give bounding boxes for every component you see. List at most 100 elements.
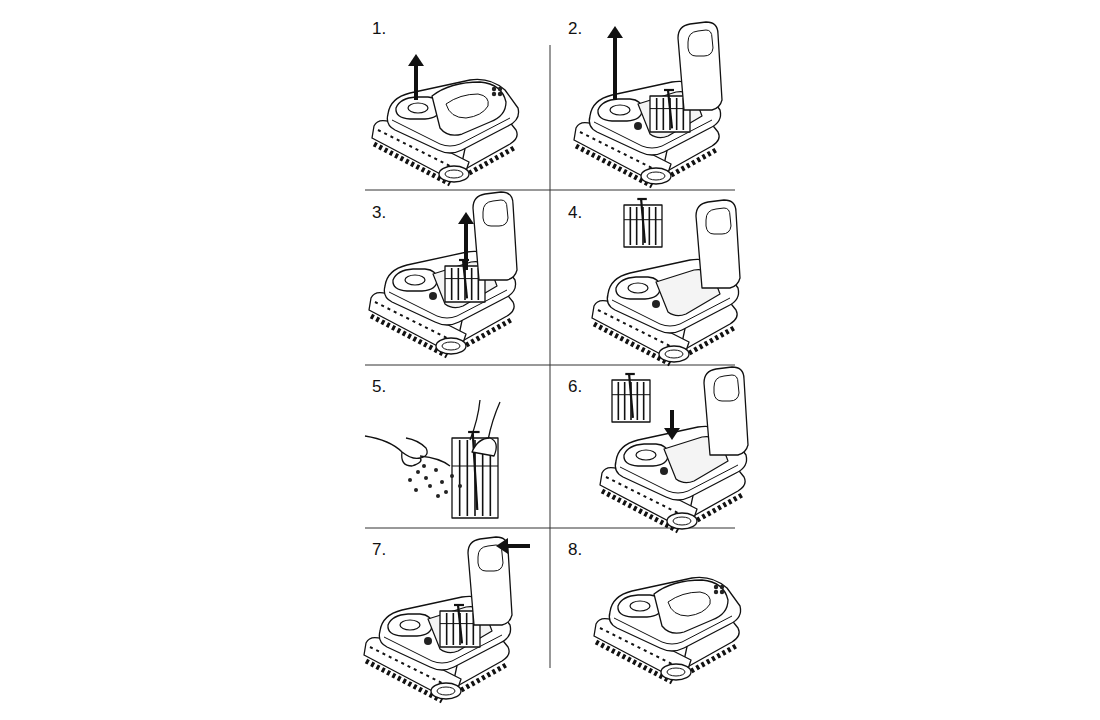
arrow-head xyxy=(408,54,424,66)
step-number: 2. xyxy=(568,20,582,37)
basket-rib xyxy=(471,268,473,300)
lid-window xyxy=(446,94,488,118)
basket-rib xyxy=(466,613,468,645)
hand-outline xyxy=(472,438,496,456)
handle-grip xyxy=(408,103,428,113)
top-lid xyxy=(654,580,728,633)
basket-handle xyxy=(454,604,464,606)
roller-cap xyxy=(647,172,665,180)
lid-latch xyxy=(483,200,508,226)
debris-dot xyxy=(416,470,420,474)
track-tread xyxy=(464,148,514,176)
open-lid xyxy=(704,367,748,455)
basket-rib xyxy=(655,207,657,245)
step-number: 7. xyxy=(372,541,386,558)
track-tread xyxy=(666,150,716,178)
pool-robot xyxy=(594,577,741,682)
lid-latch xyxy=(714,375,739,401)
step-number: 1. xyxy=(372,20,386,37)
debris-dot xyxy=(440,480,444,484)
pool-robot xyxy=(574,22,722,186)
roller-cap xyxy=(667,513,697,529)
lid-latch xyxy=(688,30,713,56)
roller-cap xyxy=(665,350,683,358)
roller-cap xyxy=(439,166,469,182)
open-lid xyxy=(468,537,512,625)
basket-handle xyxy=(637,198,647,200)
arrow-shaft xyxy=(670,410,674,428)
debris-dot xyxy=(450,474,454,478)
roller-cap xyxy=(661,664,691,680)
step-number: 4. xyxy=(568,204,582,221)
carry-handle xyxy=(624,444,668,466)
open-lid xyxy=(696,200,740,288)
impeller-hub xyxy=(660,467,668,475)
pool-robot xyxy=(372,79,519,184)
hand-outline xyxy=(402,452,421,466)
roller-cap xyxy=(436,338,466,354)
handle-grip xyxy=(400,620,420,630)
basket-rib xyxy=(636,207,638,245)
basket-rib xyxy=(453,613,455,645)
carry-handle xyxy=(388,614,432,636)
arrow-shaft xyxy=(613,38,617,100)
hand-outline xyxy=(365,436,427,458)
impeller-hub xyxy=(634,122,642,130)
basket-rib xyxy=(459,440,461,516)
track-tread xyxy=(686,646,736,674)
button-dot xyxy=(720,585,724,589)
pool-robot xyxy=(592,200,740,364)
roller-cap xyxy=(442,342,460,350)
lid-latch xyxy=(478,545,503,571)
impeller-hub xyxy=(652,300,660,308)
roller-cap xyxy=(437,687,455,695)
arrow-head xyxy=(607,26,623,38)
pool-robot xyxy=(364,537,512,701)
filter-basket xyxy=(452,432,498,518)
track-tread xyxy=(692,495,742,523)
debris-dot xyxy=(436,494,440,498)
basket-rib xyxy=(649,207,651,245)
impeller-hub xyxy=(429,292,437,300)
basket-rib xyxy=(637,382,639,420)
button-dot xyxy=(492,87,496,91)
button-dot xyxy=(714,585,718,589)
basket-handle xyxy=(664,89,674,91)
control-buttons xyxy=(492,87,502,96)
hand-outline xyxy=(470,400,500,440)
basket-rib xyxy=(663,98,665,130)
roller-cap xyxy=(667,668,685,676)
direction-arrow xyxy=(607,26,623,100)
pool-robot xyxy=(369,192,517,356)
debris-dot xyxy=(458,484,462,488)
open-lid xyxy=(473,192,517,280)
basket-handle xyxy=(625,373,635,375)
arrow-shaft xyxy=(508,544,530,548)
debris-dot xyxy=(428,484,432,488)
carry-handle xyxy=(393,269,437,291)
basket-handle xyxy=(668,90,672,128)
roller-cap xyxy=(445,170,463,178)
top-lid xyxy=(432,82,506,135)
button-dot xyxy=(714,590,718,594)
panel-dividers xyxy=(365,45,735,668)
track-tread xyxy=(461,320,511,348)
step-number: 5. xyxy=(372,378,386,395)
basket-handle xyxy=(641,199,645,243)
basket-rib xyxy=(467,440,469,516)
arrow-shaft xyxy=(464,224,468,270)
pool-robot xyxy=(600,367,748,531)
handle-grip xyxy=(628,283,648,293)
handle-grip xyxy=(636,450,656,460)
basket-rib xyxy=(451,268,453,300)
divider-line xyxy=(365,190,735,191)
roller-cap xyxy=(673,517,691,525)
roller-cap xyxy=(431,683,461,699)
direction-arrow xyxy=(458,212,474,270)
direction-arrow xyxy=(496,538,530,554)
arrow-shaft xyxy=(414,66,418,100)
debris-dot xyxy=(414,488,418,492)
hand-cleaning xyxy=(365,400,500,518)
